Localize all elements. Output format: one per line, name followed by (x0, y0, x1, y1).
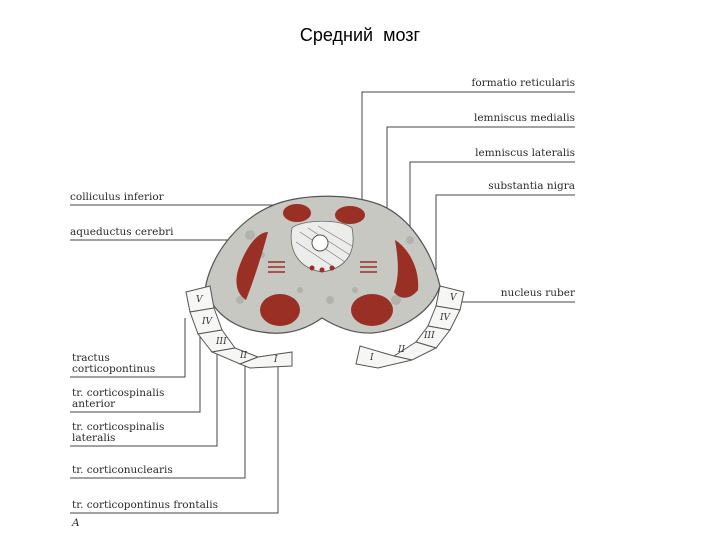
label-tr-corticospinalis-anterior-line2: anterior (72, 398, 116, 410)
leader-tr-corticospinalis-lateralis (70, 345, 218, 447)
leader-tractus-corticopontinus (70, 318, 186, 378)
section-numerals-left: V IV III II I (196, 295, 278, 365)
label-colliculus-inferior: colliculus inferior (70, 191, 164, 203)
numeral-right-ii: II (397, 345, 406, 355)
red-lobe-top-left (283, 204, 311, 222)
red-lobe-top-right (335, 206, 365, 224)
crus-cerebri-right (355, 285, 465, 369)
label-tr-corticospinalis-lateralis-line2: lateralis (72, 432, 116, 444)
leader-formatio-reticularis (361, 91, 575, 245)
crus-cerebri-left (185, 285, 293, 369)
numeral-right-iii: III (423, 331, 435, 341)
substantia-nigra-right (394, 240, 419, 298)
slide-title: Средний мозг (299, 25, 421, 45)
section-numerals-right: V IV III II I (369, 293, 458, 363)
label-tr-corticospinalis-lateralis-line1: tr. corticospinalis (72, 421, 165, 433)
label-formatio-reticularis: formatio reticularis (471, 77, 575, 89)
numeral-left-ii: II (239, 351, 248, 361)
midbrain-section: V IV III II I V IV III II I (185, 195, 465, 369)
label-aqueductus-cerebri: aqueductus cerebri (70, 226, 174, 238)
nucleus-ruber-left (260, 294, 300, 326)
numeral-right-v: V (450, 293, 458, 303)
numeral-right-iv: IV (439, 313, 452, 323)
numeral-left-i: I (273, 355, 278, 365)
leader-tr-corticospinalis-anterior (70, 330, 201, 413)
leader-tr-corticopontinus-frontalis (70, 365, 279, 514)
label-tr-corticospinalis-anterior-line1: tr. corticospinalis (72, 387, 165, 399)
label-tr-corticonuclearis: tr. corticonuclearis (72, 464, 173, 476)
leader-lemniscus-lateralis (409, 161, 575, 245)
label-lemniscus-lateralis: lemniscus lateralis (475, 147, 575, 159)
leader-tr-corticonuclearis (70, 358, 246, 479)
leader-substantia-nigra (435, 194, 575, 270)
label-tr-corticopontinus-frontalis: tr. corticopontinus frontalis (72, 499, 218, 511)
numeral-right-i: I (369, 353, 374, 363)
numeral-left-iv: IV (201, 317, 214, 327)
label-substantia-nigra: substantia nigra (488, 180, 575, 192)
leader-lemniscus-medialis (386, 126, 575, 245)
label-lemniscus-medialis: lemniscus medialis (473, 112, 575, 124)
label-tractus-corticopontinus-line2: corticopontinus (72, 363, 156, 375)
numeral-left-iii: III (215, 337, 227, 347)
label-figure-letter: A (72, 517, 80, 529)
label-tractus-corticopontinus-line1: tractus (72, 352, 110, 364)
numeral-left-v: V (196, 295, 204, 305)
label-nucleus-ruber: nucleus ruber (500, 287, 575, 299)
substantia-nigra-left (236, 232, 268, 300)
nucleus-ruber-right (351, 294, 393, 326)
aqueduct (311, 234, 329, 252)
